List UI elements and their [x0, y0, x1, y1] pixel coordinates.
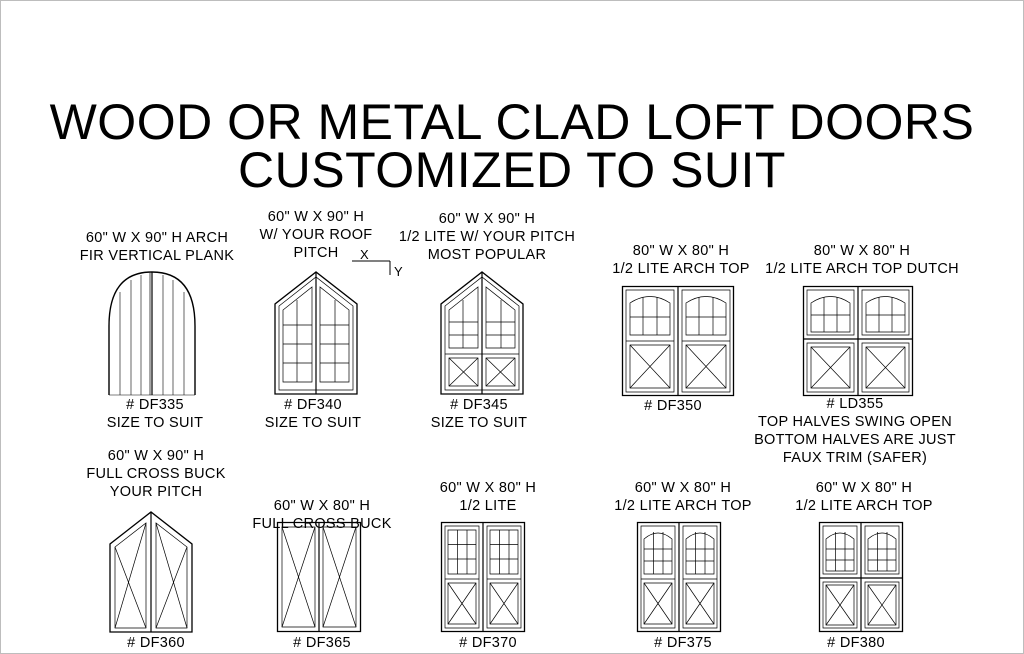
df370-spec-label: 60" W X 80" H 1/2 LITE [439, 480, 537, 514]
df365-spec-label: 60" W X 80" H FULL CROSS BUCK [252, 498, 392, 532]
df365-door-drawing [276, 521, 362, 633]
df375-door-drawing [636, 521, 722, 633]
df370-door-drawing [440, 521, 526, 633]
df340-door-drawing [273, 270, 359, 396]
df345-code-label: # DF345 SIZE TO SUIT [430, 397, 528, 431]
df360-spec-label: 60" W X 90" H FULL CROSS BUCK YOUR PITCH [86, 448, 226, 500]
page-title-line-1: WOOD OR METAL CLAD LOFT DOORS [49, 94, 975, 150]
df350-door-drawing [621, 285, 735, 397]
ld355-spec-label: 80" W X 80" H 1/2 LITE ARCH TOP DUTCH [765, 243, 959, 277]
pitch-indicator [350, 259, 396, 279]
df335-door-drawing [107, 270, 197, 396]
df340-spec-label: 60" W X 90" H W/ YOUR ROOF PITCH [259, 209, 373, 261]
ld355-code-label: # LD355 TOP HALVES SWING OPEN BOTTOM HAL… [754, 396, 956, 466]
ld355-door-drawing [802, 285, 914, 397]
df360-door-drawing [108, 510, 194, 634]
page-title-line-2: CUSTOMIZED TO SUIT [238, 142, 786, 198]
df345-spec-label: 60" W X 90" H 1/2 LITE W/ YOUR PITCH MOS… [398, 211, 576, 263]
df365-code-label: # DF365 [293, 635, 351, 651]
df375-spec-label: 60" W X 80" H 1/2 LITE ARCH TOP [614, 480, 752, 514]
df380-code-label: # DF380 [827, 635, 885, 651]
df335-spec-label: 60" W X 90" H ARCH FIR VERTICAL PLANK [79, 230, 235, 264]
pitch-y-label: Y [394, 264, 403, 279]
df360-code-label: # DF360 [127, 635, 185, 651]
df350-code-label: # DF350 [644, 398, 702, 414]
df380-door-drawing [818, 521, 904, 633]
df350-spec-label: 80" W X 80" H 1/2 LITE ARCH TOP [612, 243, 750, 277]
df375-code-label: # DF375 [654, 635, 712, 651]
pitch-x-label: X [360, 247, 369, 262]
df335-code-label: # DF335 SIZE TO SUIT [106, 397, 204, 431]
df345-door-drawing [439, 270, 525, 396]
df370-code-label: # DF370 [459, 635, 517, 651]
df380-spec-label: 60" W X 80" H 1/2 LITE ARCH TOP [795, 480, 933, 514]
df340-code-label: # DF340 SIZE TO SUIT [264, 397, 362, 431]
